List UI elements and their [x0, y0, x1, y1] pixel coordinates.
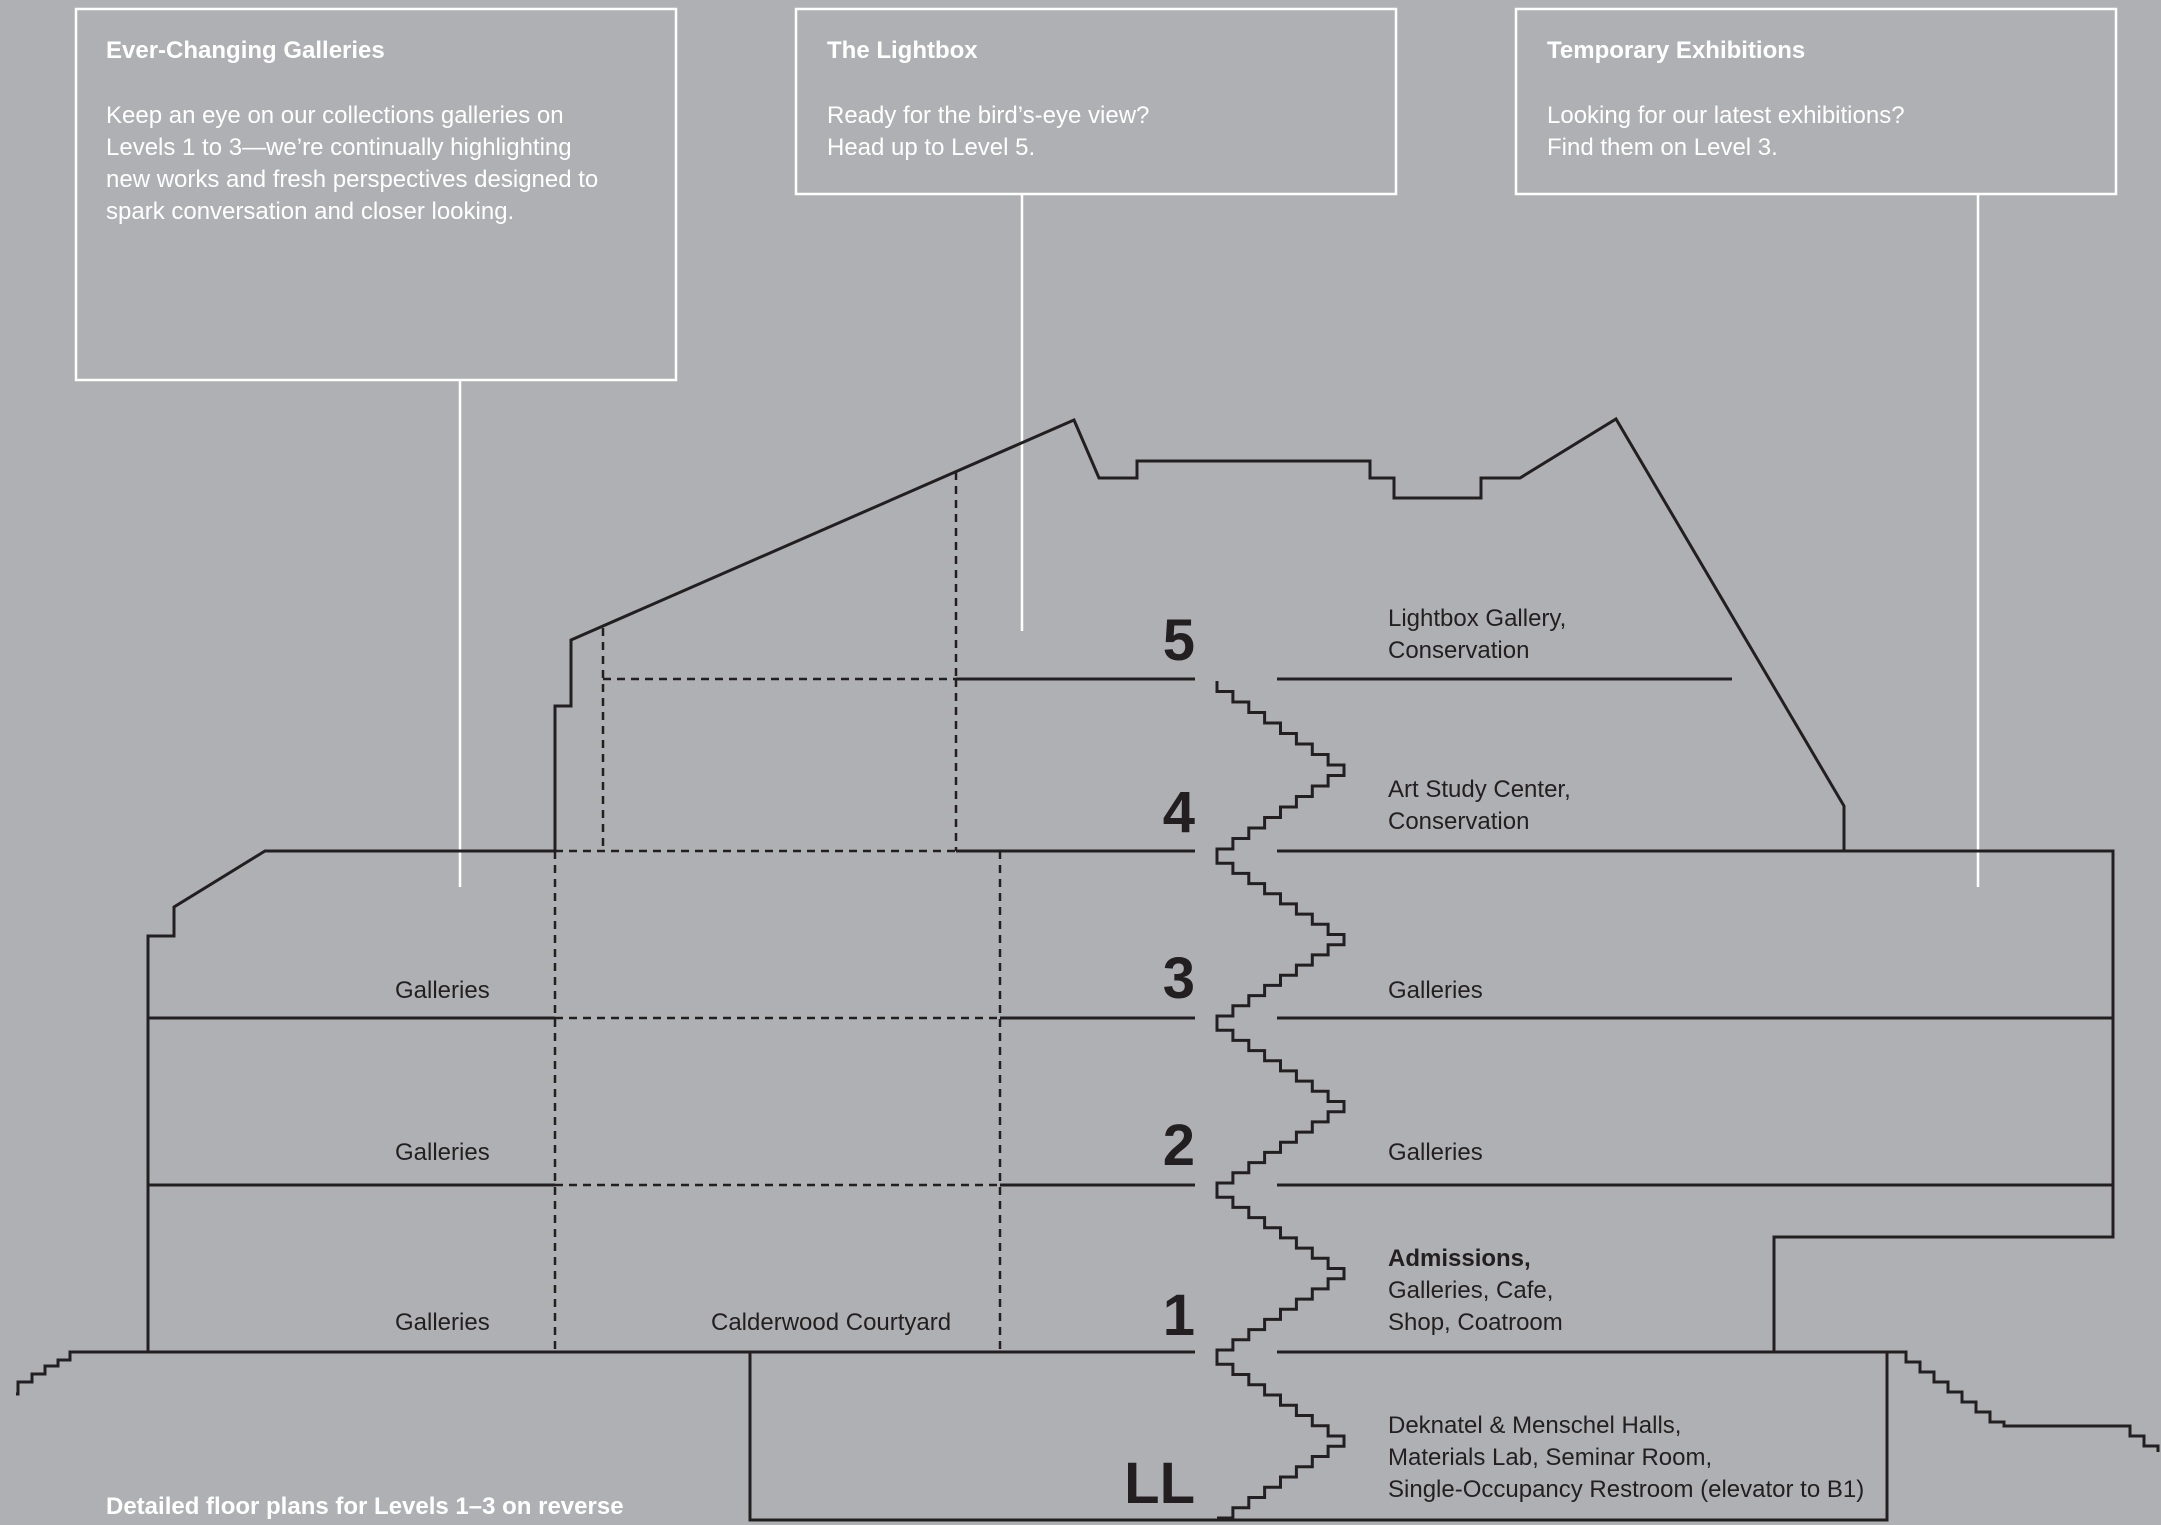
level4-label-line: Conservation: [1388, 808, 1529, 835]
callout-text-line: Ready for the bird’s-eye view?: [827, 102, 1149, 129]
central-staircase: [1215, 681, 1346, 1520]
callout-box: [74, 7, 678, 382]
level1-label-line: Galleries, Cafe,: [1388, 1277, 1553, 1304]
callout-box: [794, 7, 1398, 196]
admissions-label: Admissions,: [1388, 1245, 1531, 1272]
callout-text-line: new works and fresh perspectives designe…: [106, 166, 598, 193]
callout-text-line: Head up to Level 5.: [827, 134, 1035, 161]
courtyard-label: Calderwood Courtyard: [711, 1309, 951, 1336]
ll-label-line: Deknatel & Menschel Halls,: [1388, 1412, 1681, 1439]
callout-title: The Lightbox: [827, 37, 978, 64]
floor-plans-note: Detailed floor plans for Levels 1–3 on r…: [106, 1493, 624, 1520]
level2-right-label: Galleries: [1388, 1139, 1483, 1166]
level1-left-label: Galleries: [395, 1309, 490, 1336]
callout-title: Ever-Changing Galleries: [106, 37, 385, 64]
level1-label-line: Shop, Coatroom: [1388, 1309, 1563, 1336]
level5-label-line: Conservation: [1388, 637, 1529, 664]
ll-label-line: Single-Occupancy Restroom (elevator to B…: [1388, 1476, 1864, 1503]
ground-slope-right: [1887, 1350, 2160, 1452]
level4-label-line: Art Study Center,: [1388, 776, 1571, 803]
callout-text-line: Looking for our latest exhibitions?: [1547, 102, 1905, 129]
callout-box: [1514, 7, 2118, 196]
diagram-background: [16, 0, 2161, 1525]
level-number-1: 1: [1163, 1283, 1195, 1348]
level-number-4: 4: [1163, 780, 1195, 845]
floor-labels: Lightbox Gallery, Conservation Art Study…: [395, 605, 1864, 1503]
callout-title: Temporary Exhibitions: [1547, 37, 1805, 64]
callout-text-line: spark conversation and closer looking.: [106, 198, 514, 225]
level3-right-label: Galleries: [1388, 977, 1483, 1004]
callout-temporary-exhibitions: Temporary Exhibitions Looking for our la…: [1514, 7, 2118, 887]
lower-level-outline: [748, 1350, 1889, 1522]
callout-text-line: Levels 1 to 3—we’re continually highligh…: [106, 134, 572, 161]
ll-label-line: Materials Lab, Seminar Room,: [1388, 1444, 1712, 1471]
callout-text-line: Keep an eye on our collections galleries…: [106, 102, 564, 129]
level3-left-label: Galleries: [395, 977, 490, 1004]
level5-label-line: Lightbox Gallery,: [1388, 605, 1566, 632]
level2-left-label: Galleries: [395, 1139, 490, 1166]
building-left-profile: [146, 416, 1846, 1352]
building-outline: [16, 416, 2160, 1522]
callout-text-line: Find them on Level 3.: [1547, 134, 1778, 161]
level-numbers: 5 4 3 2 1 LL: [1124, 608, 1195, 1516]
building-right-profile: [1772, 849, 2115, 1352]
level-number-2: 2: [1163, 1113, 1195, 1178]
callout-ever-changing-galleries: Ever-Changing Galleries Keep an eye on o…: [74, 7, 678, 887]
ground-slope-left: [16, 1350, 148, 1396]
level-number-ll: LL: [1124, 1451, 1195, 1516]
callout-the-lightbox: The Lightbox Ready for the bird’s-eye vi…: [794, 7, 1398, 631]
level-number-5: 5: [1163, 608, 1195, 673]
level-number-3: 3: [1163, 946, 1195, 1011]
